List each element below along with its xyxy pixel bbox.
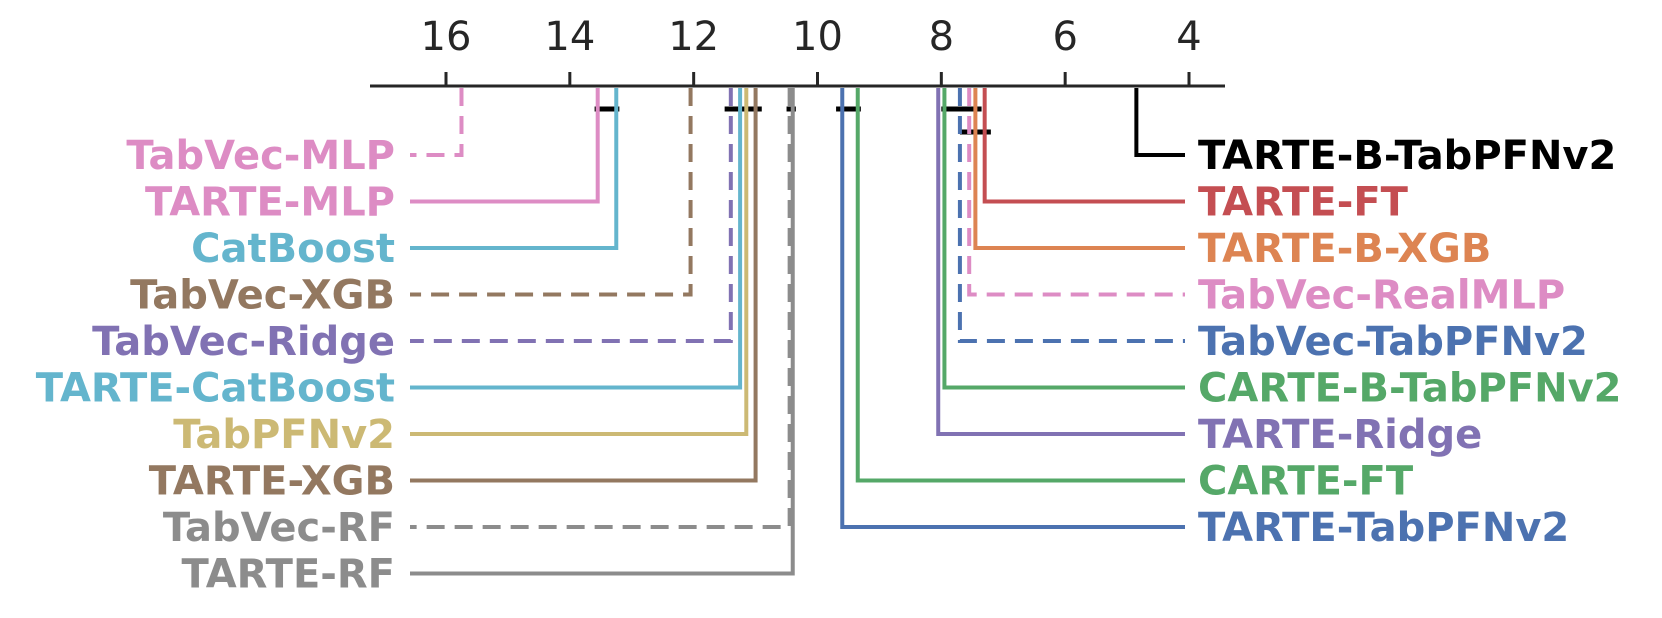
method-tarte-catboost: TARTE-CatBoost — [36, 88, 743, 412]
left-methods: TabVec-MLPTARTE-MLPCatBoostTabVec-XGBTab… — [36, 88, 795, 598]
tick-label-16: 16 — [421, 14, 472, 60]
method-carte-b-tabpfnv2: CARTE-B-TabPFNv2 — [942, 88, 1622, 412]
axis-ticks: 16 14 12 10 8 6 4 — [421, 14, 1202, 86]
label-tabvec-xgb: TabVec-XGB — [130, 273, 395, 319]
label-tarte-ridge: TARTE-Ridge — [1198, 412, 1482, 458]
connector-tabvec-realmlp — [967, 88, 1185, 297]
method-tabvec-rf: TabVec-RF — [163, 88, 792, 551]
connector-tabvec-rf — [410, 88, 792, 529]
connector-tarte-catboost — [410, 88, 743, 390]
right-methods: TARTE-B-TabPFNv2TARTE-FTTARTE-B-XGBTabVe… — [840, 88, 1622, 551]
method-tarte-b-xgb: TARTE-B-XGB — [973, 88, 1491, 272]
method-carte-ft: CARTE-FT — [855, 88, 1414, 505]
method-tarte-xgb: TARTE-XGB — [149, 88, 758, 505]
connector-tabvec-ridge — [410, 88, 733, 343]
label-tarte-ft: TARTE-FT — [1198, 180, 1409, 226]
method-tarte-tabpfnv2: TARTE-TabPFNv2 — [840, 88, 1569, 551]
label-tarte-b-tabpfnv2: TARTE-B-TabPFNv2 — [1198, 133, 1616, 179]
method-tabvec-ridge: TabVec-Ridge — [92, 88, 733, 365]
connector-tabvec-tabpfnv2 — [957, 88, 1185, 343]
connector-tarte-b-xgb — [973, 88, 1185, 250]
label-tabvec-ridge: TabVec-Ridge — [92, 319, 395, 365]
connector-tabpfnv2 — [410, 88, 749, 436]
connector-tarte-mlp — [410, 88, 600, 204]
label-carte-ft: CARTE-FT — [1198, 459, 1414, 505]
connector-tabvec-mlp — [410, 88, 464, 157]
connector-tarte-xgb — [410, 88, 758, 483]
method-tarte-b-tabpfnv2: TARTE-B-TabPFNv2 — [1134, 88, 1616, 179]
method-tarte-rf: TARTE-RF — [182, 88, 795, 598]
label-tabpfnv2: TabPFNv2 — [173, 412, 395, 458]
tick-label-14: 14 — [544, 14, 595, 60]
method-tabvec-mlp: TabVec-MLP — [126, 88, 464, 179]
method-tabvec-tabpfnv2: TabVec-TabPFNv2 — [957, 88, 1588, 365]
label-tarte-b-xgb: TARTE-B-XGB — [1198, 226, 1491, 272]
connector-carte-b-tabpfnv2 — [942, 88, 1185, 390]
method-tabvec-xgb: TabVec-XGB — [130, 88, 693, 319]
tick-label-6: 6 — [1052, 14, 1077, 60]
connector-tarte-ft — [982, 88, 1185, 204]
connector-tabvec-xgb — [410, 88, 693, 297]
connector-tarte-ridge — [936, 88, 1185, 436]
label-tabvec-rf: TabVec-RF — [163, 505, 395, 551]
label-tarte-xgb: TARTE-XGB — [149, 459, 395, 505]
method-tarte-ridge: TARTE-Ridge — [936, 88, 1482, 458]
connector-tarte-rf — [410, 88, 795, 576]
label-tarte-tabpfnv2: TARTE-TabPFNv2 — [1198, 505, 1569, 551]
label-tarte-mlp: TARTE-MLP — [145, 180, 395, 226]
connector-tarte-b-tabpfnv2 — [1134, 88, 1185, 157]
connector-catboost — [410, 88, 619, 250]
tick-label-12: 12 — [668, 14, 719, 60]
method-tabpfnv2: TabPFNv2 — [173, 88, 749, 458]
method-catboost: CatBoost — [191, 88, 619, 272]
label-carte-b-tabpfnv2: CARTE-B-TabPFNv2 — [1198, 366, 1622, 412]
connector-carte-ft — [855, 88, 1185, 483]
tick-label-10: 10 — [792, 14, 843, 60]
connector-tarte-tabpfnv2 — [840, 88, 1185, 529]
method-tarte-mlp: TARTE-MLP — [145, 88, 600, 226]
label-tabvec-realmlp: TabVec-RealMLP — [1198, 273, 1565, 319]
label-tabvec-mlp: TabVec-MLP — [126, 133, 395, 179]
method-tabvec-realmlp: TabVec-RealMLP — [967, 88, 1565, 319]
method-tarte-ft: TARTE-FT — [982, 88, 1409, 226]
label-catboost: CatBoost — [191, 226, 395, 272]
label-tarte-catboost: TARTE-CatBoost — [36, 366, 395, 412]
label-tarte-rf: TARTE-RF — [182, 552, 395, 598]
tick-label-4: 4 — [1176, 14, 1201, 60]
tick-label-8: 8 — [929, 14, 954, 60]
label-tabvec-tabpfnv2: TabVec-TabPFNv2 — [1198, 319, 1588, 365]
